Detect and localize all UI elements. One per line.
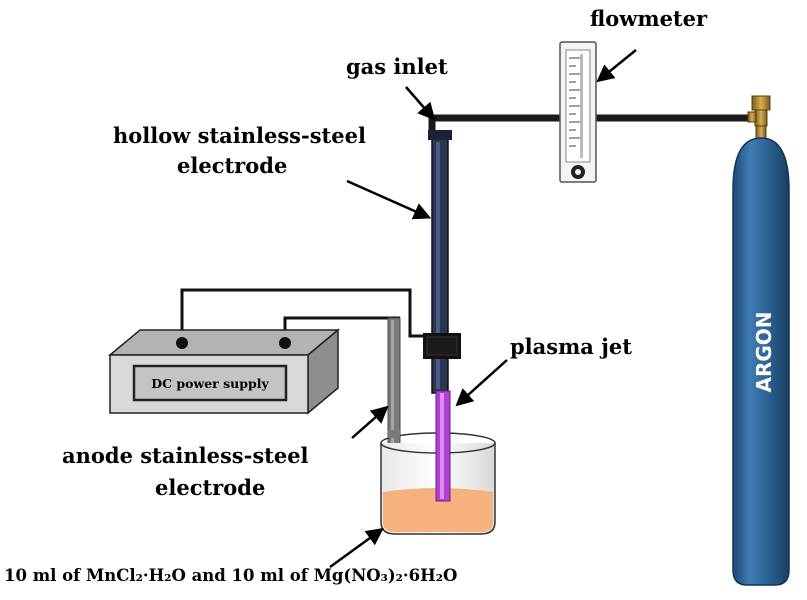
plasma-jet-column (388, 390, 451, 502)
label-hollow-electrode-2: electrode (177, 153, 288, 178)
label-flowmeter: flowmeter (590, 6, 708, 31)
pointer-arrows (329, 49, 637, 569)
arrow-plasma-jet (455, 359, 508, 407)
arrow-anode (351, 405, 389, 439)
arrow-flowmeter (596, 49, 637, 83)
electrode-clamp (423, 333, 461, 359)
label-plasma-jet: plasma jet (510, 334, 632, 359)
power-supply-label: DC power supply (151, 376, 269, 391)
label-gas-inlet: gas inlet (346, 54, 448, 79)
flowmeter-device (559, 41, 597, 183)
dc-power-supply: DC power supply (107, 328, 341, 415)
argon-cylinder: ARGON (732, 95, 790, 586)
hollow-electrode (428, 130, 452, 394)
label-hollow-electrode-1: hollow stainless-steel (113, 123, 366, 148)
arrow-gas-inlet (405, 86, 436, 121)
terminal-negative (176, 337, 188, 349)
label-anode-2: electrode (155, 475, 266, 500)
terminal-positive (279, 337, 291, 349)
solution (383, 488, 493, 532)
cylinder-label: ARGON (752, 311, 776, 392)
arrow-solution (329, 527, 384, 569)
label-anode-1: anode stainless-steel (62, 443, 309, 468)
label-solution: 10 ml of MnCl₂·H₂O and 10 ml of Mg(NO₃)₂… (4, 566, 458, 585)
arrow-hollow-electrode (346, 179, 432, 220)
